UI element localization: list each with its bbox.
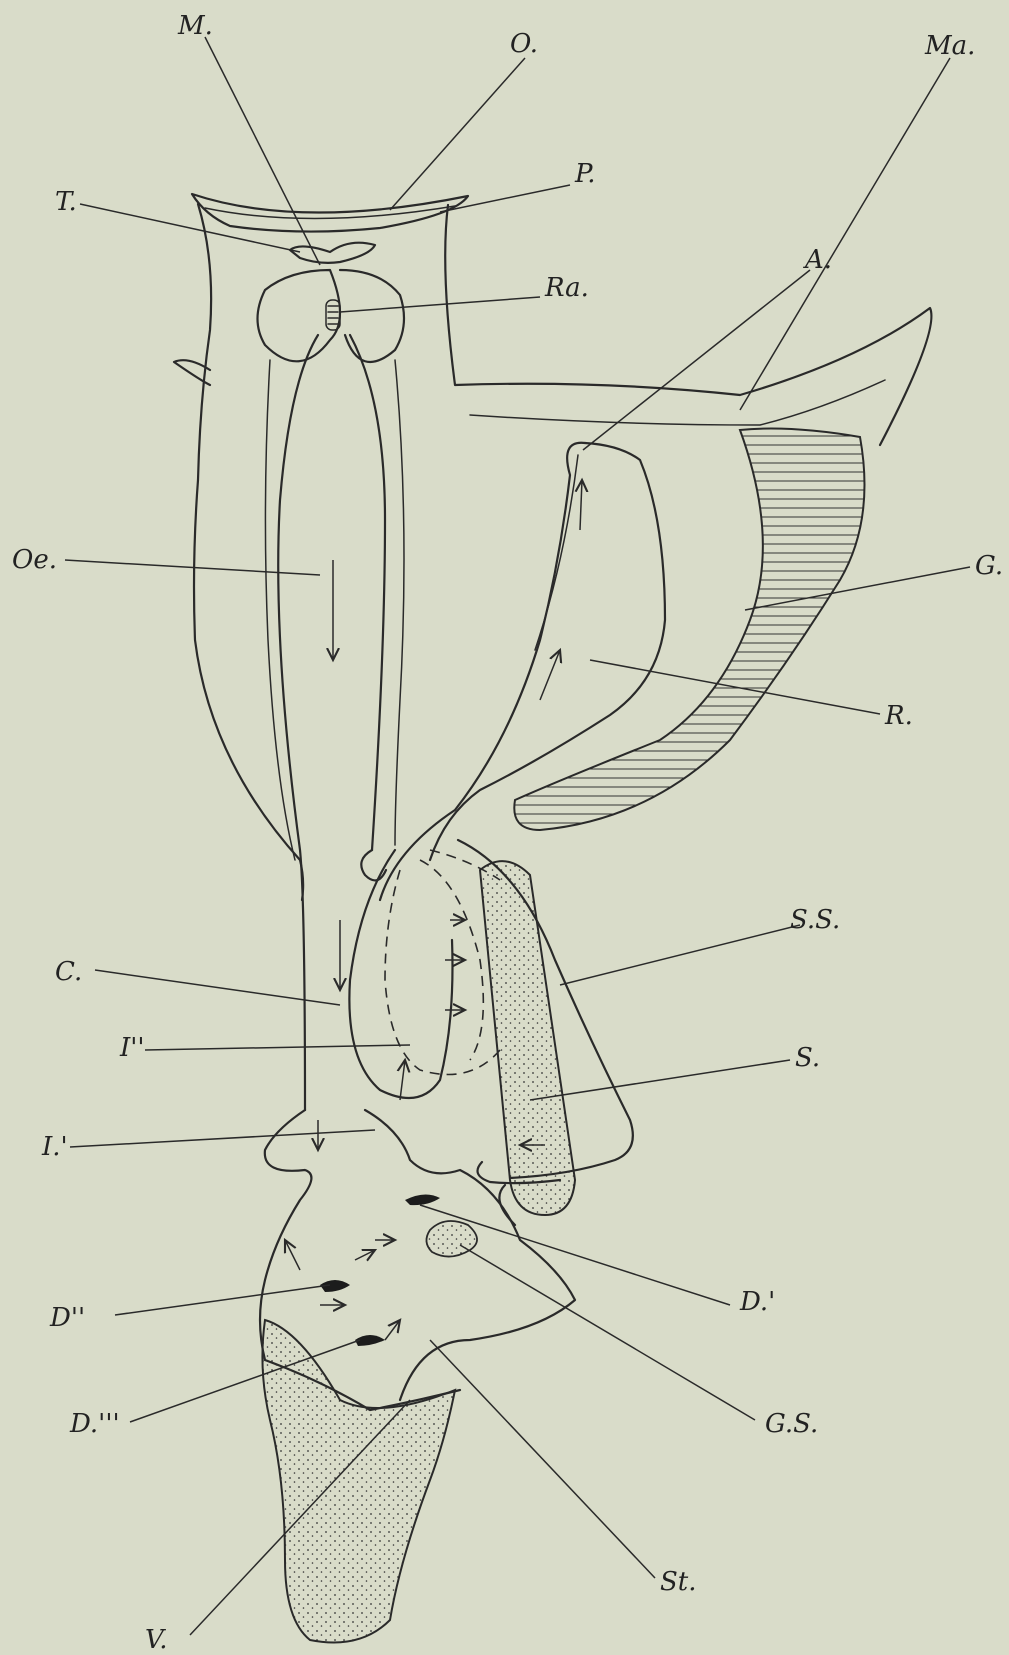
oral-disc (192, 194, 468, 232)
intestine (349, 850, 500, 1098)
oesophagus (265, 335, 404, 1110)
gland (514, 429, 864, 830)
label-Oe: Oe. (12, 545, 57, 575)
label-I2: I'' (119, 1033, 145, 1063)
leader-lines (65, 37, 970, 1635)
label-O: O. (510, 29, 538, 59)
label-Ma: Ma. (924, 31, 975, 61)
ducts (320, 1194, 440, 1346)
label-D1: D.' (739, 1287, 775, 1317)
label-C: C. (55, 957, 82, 987)
label-M: M. (177, 11, 213, 41)
vitellarium (262, 1320, 455, 1643)
label-I1: I.' (41, 1132, 68, 1162)
label-St: St. (660, 1567, 697, 1597)
rectum (361, 443, 665, 900)
label-GS: G.S. (765, 1409, 818, 1439)
label-G: G. (975, 551, 1003, 581)
label-R: R. (884, 701, 913, 731)
label-P: P. (574, 159, 596, 189)
label-S: S. (795, 1043, 820, 1073)
label-D2: D'' (49, 1303, 85, 1333)
label-D3: D.''' (69, 1409, 120, 1439)
label-SS: S.S. (790, 905, 840, 935)
mastax (258, 243, 405, 362)
labels: M. O. P. T. Ma. Ra. A. Oe. G. R. S.S. C.… (12, 11, 1003, 1655)
label-A: A. (803, 245, 832, 275)
stomach-sac (458, 840, 633, 1225)
label-Ra: Ra. (544, 273, 589, 303)
label-V: V. (145, 1625, 168, 1655)
label-T: T. (55, 187, 77, 217)
